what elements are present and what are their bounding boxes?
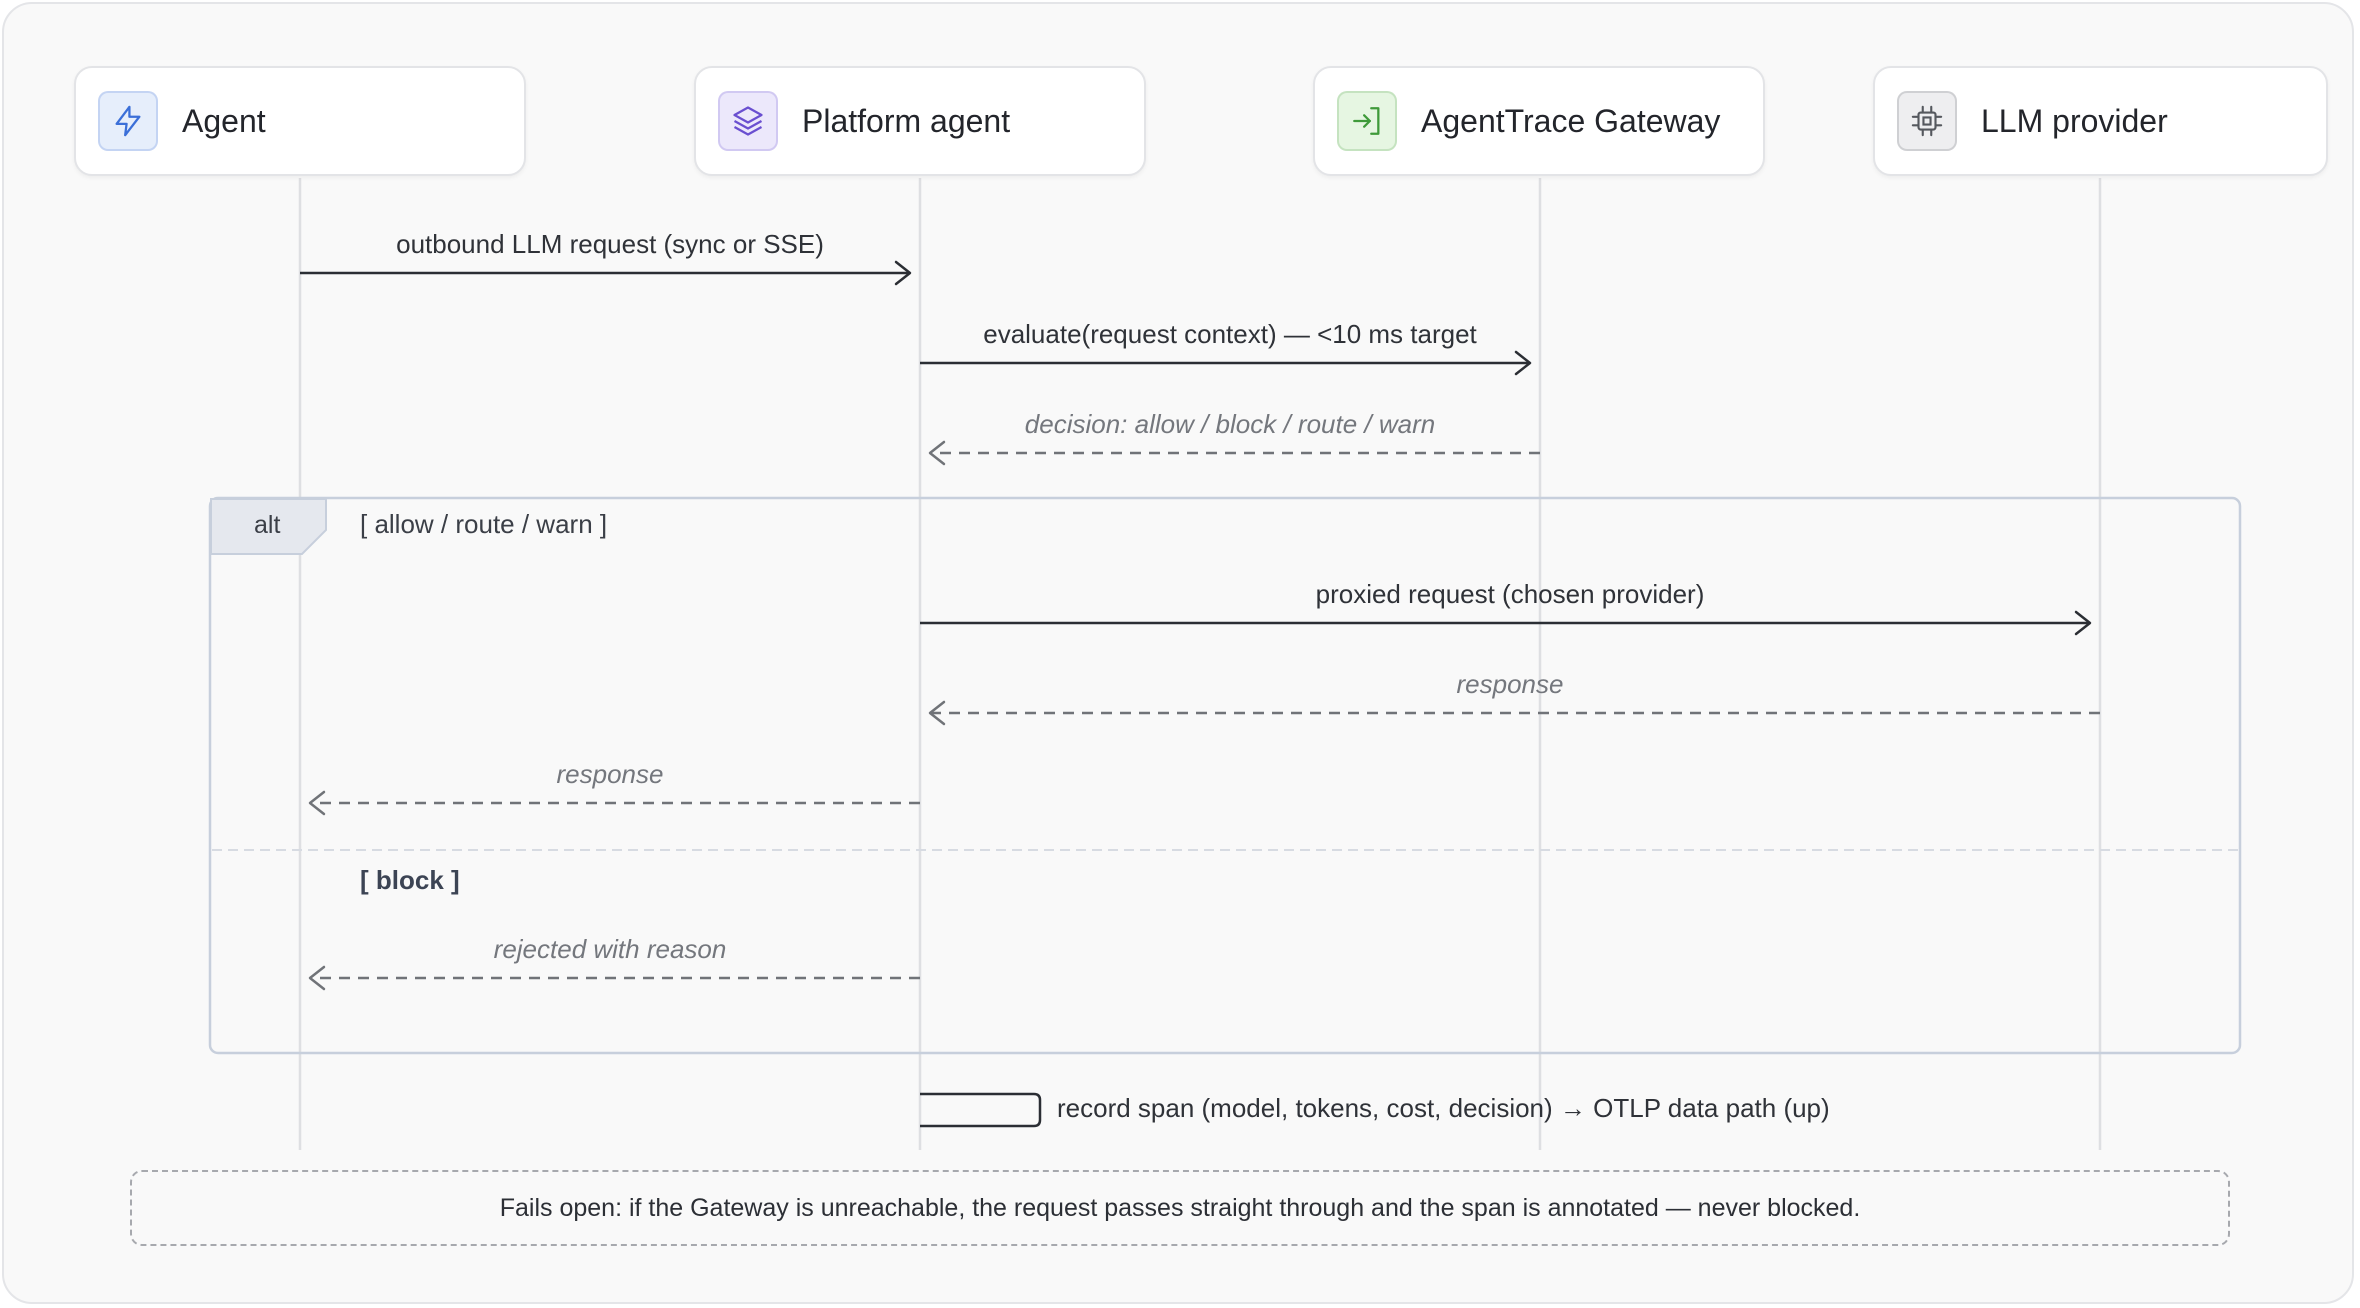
arrow-head xyxy=(2074,610,2092,636)
alt-fragment-label: alt xyxy=(254,511,281,539)
sign-in-icon xyxy=(1337,91,1397,151)
fail-open-note: Fails open: if the Gateway is unreachabl… xyxy=(130,1170,2230,1246)
alt-branch-guard: [ allow / route / warn ] xyxy=(360,509,608,539)
arrow-head xyxy=(308,965,326,991)
arrow-head xyxy=(308,790,326,816)
arrow-head xyxy=(928,700,946,726)
layers-icon xyxy=(718,91,778,151)
reply-label: response xyxy=(1456,669,1564,699)
reply-label: rejected with reason xyxy=(493,934,727,964)
message-label: outbound LLM request (sync or SSE) xyxy=(396,229,824,259)
lightning-icon xyxy=(98,91,158,151)
message-label: evaluate(request context) — <10 ms targe… xyxy=(983,319,1477,349)
note-text: Fails open: if the Gateway is unreachabl… xyxy=(499,1193,1861,1222)
participant-name: Agent xyxy=(182,102,266,139)
alt-fragment-border xyxy=(208,496,2242,1055)
participant-name: LLM provider xyxy=(1981,102,2168,139)
arrow-head xyxy=(894,260,912,286)
participant-agenttrace-gateway: AgentTrace Gateway xyxy=(1313,66,1765,176)
reply-label: response xyxy=(556,759,664,789)
arrow-head xyxy=(928,440,946,466)
participant-agent: Agent xyxy=(74,66,526,176)
self-message-loop xyxy=(920,1092,1042,1128)
participant-name: AgentTrace Gateway xyxy=(1421,102,1721,139)
self-message-label: record span (model, tokens, cost, decisi… xyxy=(1057,1093,1830,1123)
chip-icon xyxy=(1897,91,1957,151)
alt-fragment-tab xyxy=(210,498,327,555)
alt-fragment xyxy=(208,496,2242,1055)
message-label: proxied request (chosen provider) xyxy=(1315,579,1705,609)
alt-branch-guard: [ block ] xyxy=(360,865,460,895)
lifelines xyxy=(298,178,2102,1150)
arrow-head xyxy=(1514,350,1532,376)
participant-name: Platform agent xyxy=(802,102,1011,139)
message-arrows xyxy=(300,260,2100,1128)
reply-label: decision: allow / block / route / warn xyxy=(1024,409,1436,439)
participant-platform-agent: Platform agent xyxy=(694,66,1146,176)
participant-llm-provider: LLM provider xyxy=(1873,66,2328,176)
